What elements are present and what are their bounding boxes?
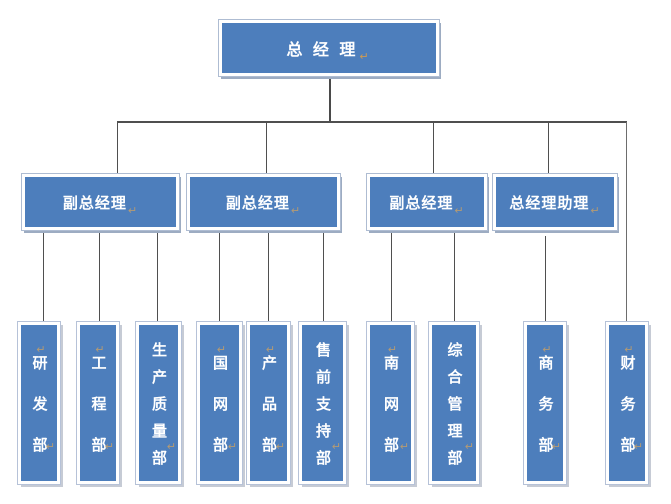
deputy-gm-1-label: 副总经理 <box>62 194 127 212</box>
connector-drop-business <box>545 236 546 323</box>
connector-drop-deputy-3 <box>433 122 434 175</box>
connector-drop-southern-grid <box>391 231 392 323</box>
connector-drop-product <box>268 231 269 323</box>
dept-box-rd[interactable]: ↵ 研发部 ↵ <box>17 321 61 485</box>
dept-product-label: 产品部 <box>260 354 277 478</box>
dept-engineering-label: 工程部 <box>89 354 107 478</box>
connector-drop-deputy-2 <box>266 122 267 175</box>
connector-drop-production-quality <box>157 231 158 323</box>
dept-box-state-grid[interactable]: ↵ 国网部 ↵ <box>196 321 243 485</box>
connector-drop-gm-assistant <box>548 122 549 175</box>
line-break-mark-icon: ↵ <box>290 205 302 217</box>
dept-box-business[interactable]: ↵ 商务部 ↵ <box>523 321 567 485</box>
box-gm-assistant[interactable]: 总经理助理↵ <box>492 173 618 231</box>
general-manager-label: 总 经 理 <box>286 42 359 59</box>
dept-box-general-admin[interactable]: ↵ 综合管理部 ↵ <box>428 321 480 485</box>
deputy-gm-2-label: 副总经理 <box>225 194 290 212</box>
dept-general-admin-label: 综合管理部 <box>445 341 463 477</box>
connector-level2-rail <box>117 121 627 123</box>
line-break-mark-icon: ↵ <box>454 205 465 217</box>
gm-assistant-label: 总经理助理 <box>509 194 590 212</box>
dept-finance-label: 财务部 <box>618 354 636 478</box>
line-break-mark-icon: ↵ <box>359 51 372 63</box>
dept-business-label: 商务部 <box>536 354 554 478</box>
box-deputy-gm-1[interactable]: 副总经理↵ <box>21 173 180 231</box>
dept-rd-label: 研发部 <box>30 354 48 478</box>
box-deputy-gm-2[interactable]: 副总经理↵ <box>186 173 341 231</box>
connector-drop-engineering <box>99 231 100 323</box>
box-deputy-gm-3[interactable]: 副总经理↵ <box>366 173 488 231</box>
line-break-mark-icon: ↵ <box>590 205 601 217</box>
connector-root-stem <box>329 76 331 122</box>
line-break-mark-icon: ↵ <box>464 441 474 453</box>
dept-production-quality-label: 生产质量部 <box>150 341 167 477</box>
deputy-gm-3-label: 副总经理 <box>389 194 454 212</box>
dept-state-grid-label: 国网部 <box>211 354 228 478</box>
line-break-mark-icon: ↵ <box>399 441 409 453</box>
line-break-mark-icon: ↵ <box>331 441 341 453</box>
connector-drop-general-admin <box>454 231 455 323</box>
dept-presales-support-label: 售前支持部 <box>314 341 331 477</box>
connector-drop-presales <box>323 231 324 323</box>
box-general-manager[interactable]: 总 经 理↵ <box>218 19 440 77</box>
dept-box-southern-grid[interactable]: ↵ 南网部 ↵ <box>366 321 415 485</box>
connector-drop-rd <box>43 231 44 323</box>
dept-box-engineering[interactable]: ↵ 工程部 ↵ <box>76 321 120 485</box>
dept-box-production-quality[interactable]: ↵ 生产质量部 ↵ <box>135 321 182 485</box>
dept-southern-grid-label: 南网部 <box>382 354 399 478</box>
dept-box-product[interactable]: ↵ 产品部 ↵ <box>246 321 291 485</box>
connector-drop-deputy-1 <box>117 122 118 175</box>
line-break-mark-icon: ↵ <box>127 205 139 217</box>
connector-drop-state-grid <box>219 231 220 323</box>
dept-box-finance[interactable]: ↵ 财务部 ↵ <box>605 321 649 485</box>
dept-box-presales-support[interactable]: ↵ 售前支持部 ↵ <box>298 321 347 485</box>
connector-drop-finance <box>626 122 627 323</box>
